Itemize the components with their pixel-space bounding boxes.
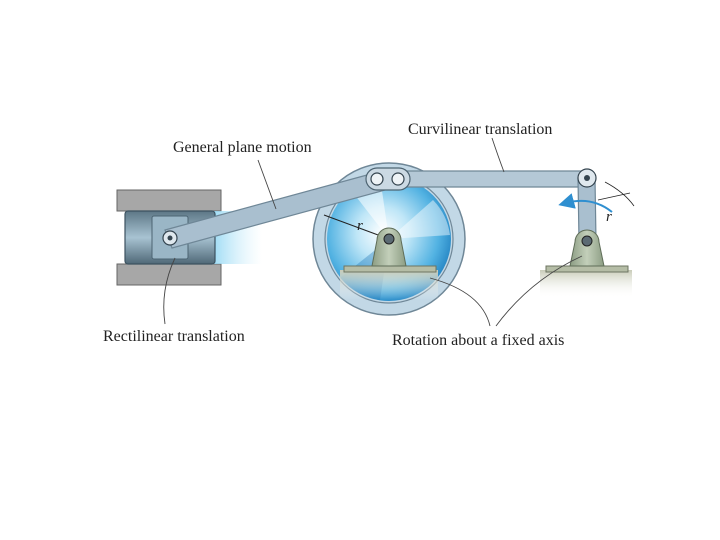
leader-rotation-wheel	[429, 277, 491, 327]
radius-dimension-line	[597, 192, 631, 201]
label-general-plane-motion: General plane motion	[173, 139, 312, 156]
leader-general	[257, 159, 277, 210]
wheel-pin-left	[370, 172, 384, 186]
label-rotation-fixed-axis: Rotation about a fixed axis	[392, 332, 565, 349]
wheel-support	[371, 227, 407, 267]
leader-rotation-crank	[495, 255, 583, 327]
leader-lines	[163, 137, 583, 327]
crank-support-assembly	[540, 181, 635, 298]
crank-pin-top-center	[584, 175, 590, 181]
symbol-wheel-radius: r	[357, 218, 363, 234]
wheel-axle	[383, 233, 395, 245]
crank-base-shadow	[540, 270, 632, 298]
linkage	[162, 167, 597, 249]
coupler-bar	[385, 170, 587, 188]
swing-arrow	[558, 193, 613, 213]
symbol-crank-radius: r	[606, 209, 612, 225]
radius-dimension-arc	[604, 181, 635, 207]
label-rectilinear-translation: Rectilinear translation	[103, 328, 245, 345]
crank-pivot	[581, 235, 593, 247]
crank-support	[569, 229, 605, 267]
wheel-base-plate	[343, 265, 437, 273]
wheel-pin-right	[391, 172, 405, 186]
wheel-assembly	[312, 162, 466, 316]
leader-rectilinear	[163, 257, 176, 325]
guide-top	[116, 189, 222, 212]
piston-pin-center	[167, 235, 173, 241]
wheel-swirl	[389, 200, 450, 239]
wheel-base-shadow	[340, 270, 438, 300]
leader-curvilinear	[491, 137, 505, 173]
label-curvilinear-translation: Curvilinear translation	[408, 121, 553, 138]
